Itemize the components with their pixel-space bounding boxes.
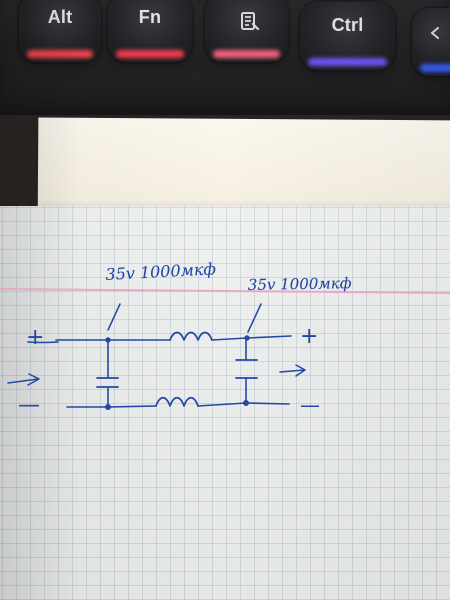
left-arrow-icon: [431, 27, 439, 39]
right-capacitor-rating: 35v 1000мкф: [247, 274, 352, 294]
fn-key: Fn: [108, 0, 192, 62]
menu-key: [205, 0, 288, 62]
grid-paper: [0, 206, 450, 600]
fn-key-label: Fn: [138, 7, 162, 27]
left-plus-sign: +: [26, 325, 45, 350]
right-minus-sign: —: [300, 393, 320, 417]
alt-key-label: Alt: [47, 7, 73, 27]
ctrl-key: Ctrl: [300, 2, 395, 70]
left-minus-sign: —: [18, 393, 40, 418]
document-icon: [241, 12, 260, 31]
alt-key: Alt: [19, 0, 101, 62]
ctrl-key-label: Ctrl: [331, 15, 364, 35]
partial-arrow-key: [412, 8, 450, 76]
keyboard-row: Alt Fn Ctrl: [0, 0, 450, 115]
right-plus-sign: +: [300, 324, 319, 349]
